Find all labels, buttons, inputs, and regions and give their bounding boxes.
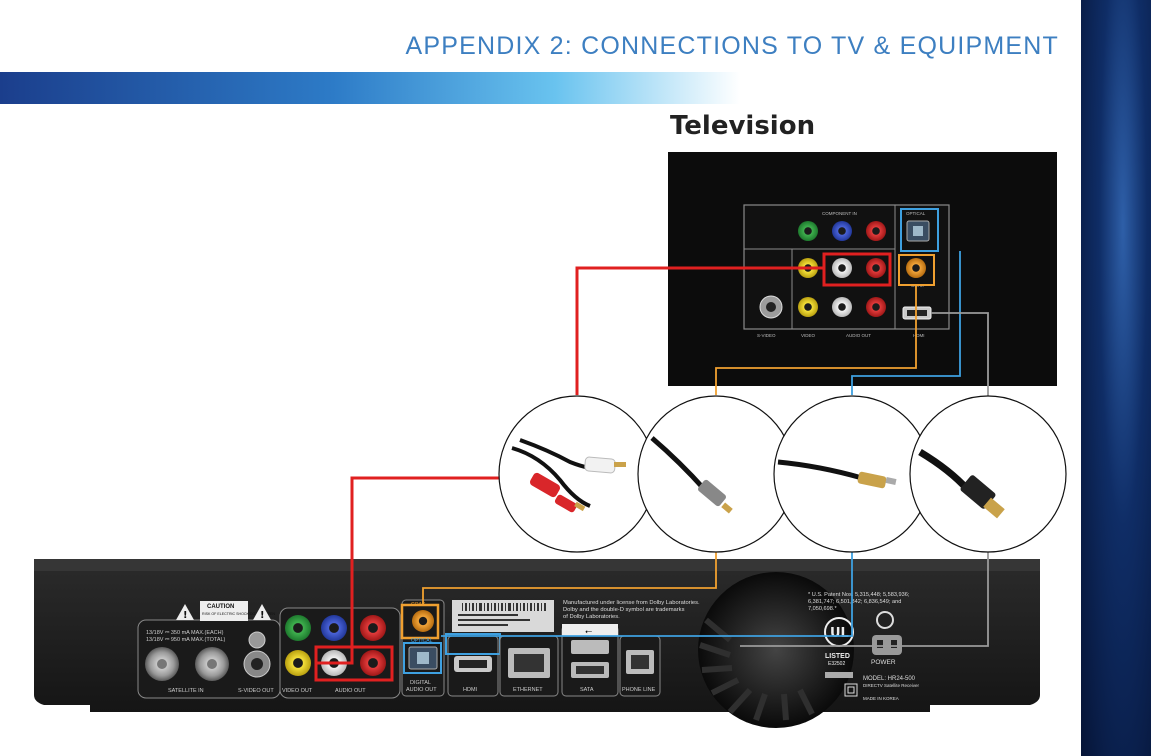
tv-hdmi-port-slot [907,310,927,316]
caution-text: RISK OF ELECTRIC SHOCK DO NOT OPEN [202,612,275,616]
tv-optical-label: OPTICAL [906,211,926,216]
receiver-component-red-jack [360,615,386,641]
sata-label: SATA [580,687,594,693]
receiver-back-panel: ! CAUTION RISK OF ELECTRIC SHOCK DO NOT … [34,559,1040,728]
coax-cable-circle [637,395,795,553]
warning-triangle-icon-2 [253,604,271,620]
receiver-small-jack [248,631,266,649]
orange-coax-path-receiver [422,548,717,605]
tv-svideo-label: S-VIDEO [757,333,776,338]
blue-optical-path-receiver [441,548,853,637]
phone-line-label: PHONE LINE [622,687,656,693]
tv-video-out-jack [798,297,818,317]
receiver-audio-out-red-jack [360,650,386,676]
receiver-coax-label: COAX [411,602,426,608]
audio-out-label: AUDIO OUT [335,688,366,694]
receiver-optical-highlight [403,642,442,674]
warning-triangle-icon [176,604,194,620]
rca-red-plug-icon [529,472,561,498]
receiver-screw-hole [876,611,894,629]
patent-line-3: 7,050,698.* [808,606,837,612]
page-title: APPENDIX 2: CONNECTIONS TO TV & EQUIPMEN… [405,32,1059,60]
sat-power-line-2: 13/18V ⎓ 950 mA MAX.(TOTAL) [146,637,226,643]
optical-cable-circle [773,395,931,553]
tv-audio-out-label: AUDIO OUT [846,333,871,338]
double-insulated-icon [844,683,858,697]
receiver-usb-port [571,640,609,654]
video-out-label: VIDEO OUT [282,688,313,694]
warning-exclamation-icon: ! [183,610,188,621]
rca-cable-circle [498,395,656,553]
dolby-line-1: Manufactured under license from Dolby La… [563,600,700,606]
receiver-video-out-jack [285,650,311,676]
hdmi-label: HDMI [463,687,478,693]
patent-line-2: 6,381,747; 6,501,842; 6,836,549; and [808,599,901,605]
receiver-optical-label: OPTICAL [411,638,433,644]
ethernet-label: ETHERNET [513,687,543,693]
gray-hdmi-path-tv [931,312,989,410]
rca-white-plug-icon [584,456,616,474]
tv-coax-jack [906,258,926,278]
header-gradient-bar [0,72,740,104]
coax-plug-icon [698,479,726,507]
tv-video-label: VIDEO [801,333,816,338]
receiver-component-green-jack [285,615,311,641]
tv-component-in-label: COMPONENT IN [822,211,857,216]
orange-coax-path-tv [715,285,917,395]
receiver-small-label [825,672,853,678]
receiver-coax-jack [412,610,434,632]
tv-svideo-jack-center [766,302,776,312]
model-line-3: MADE IN KOREA [863,696,899,701]
red-audio-path-receiver [316,476,500,665]
tv-component-red-jack [866,221,886,241]
caution-title: CAUTION [207,604,234,610]
television-label: Television [670,111,816,141]
usb-icon: ⭠ [585,627,592,637]
dolby-line-3: of Dolby Laboratories. [563,614,620,620]
optical-plug-icon [857,471,887,489]
decorative-side-strip [1081,0,1151,756]
tv-audio-out-red-jack [866,297,886,317]
model-label: MODEL: HR24-500 [863,676,916,682]
dolby-line-2: Dolby and the double-D symbol are tradem… [563,607,685,613]
tv-audio-in-white-jack [832,258,852,278]
satellite-in-label: SATELLITE IN [168,688,204,694]
tv-component-green-jack [798,221,818,241]
receiver-component-blue-jack [321,615,347,641]
connection-paths [316,251,989,665]
ul-logo-icon: UL [830,626,849,641]
gray-hdmi-path-receiver [740,548,989,647]
listed-label: LISTED [825,653,850,660]
hdmi-cable-circle [909,395,1067,553]
tv-audio-out-white-jack [832,297,852,317]
listed-code: E32502 [828,661,845,667]
digital-audio-out-label-1: DIGITAL [410,680,431,686]
tv-component-blue-jack [832,221,852,241]
power-label: POWER [871,659,896,666]
patent-line-1: * U.S. Patent Nos. 5,315,448; 5,583,936; [808,592,910,598]
tv-audio-in-red-jack [866,258,886,278]
sat-power-line-1: 13/18V ⎓ 350 mA MAX.(EACH) [146,630,224,636]
svideo-out-label: S-VIDEO OUT [238,688,274,694]
red-audio-path-tv [575,266,824,395]
receiver-fan-vent [698,572,854,728]
tv-hdmi-label: HDMI [913,333,925,338]
receiver-coax-highlight [400,603,440,640]
tv-optical-window [913,226,923,236]
model-line-2: DIRECTV Satellite Receiver [863,683,920,688]
hdmi-plug-icon [960,475,996,509]
digital-audio-out-label-2: AUDIO OUT [406,687,437,693]
warning-exclamation-icon-2: ! [260,610,265,621]
receiver-power-socket [872,635,902,655]
tv-optical-highlight [900,208,939,252]
